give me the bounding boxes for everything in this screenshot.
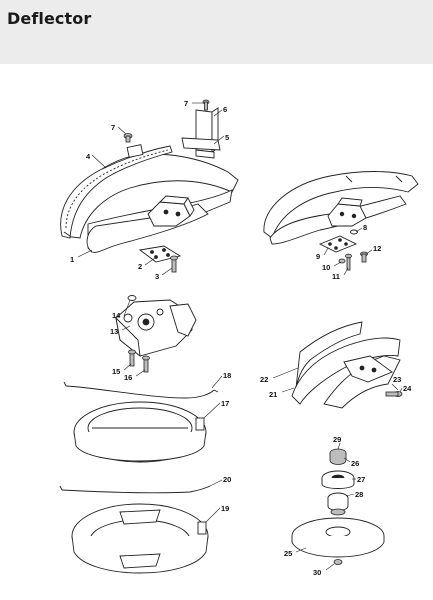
part-label-23: 23: [393, 375, 401, 384]
part-number-labels: 1 2 3 4 5 6 7 7 8 9 10 11 12 13 14 15 16…: [70, 99, 412, 577]
part-label-24: 24: [403, 384, 412, 393]
deflector-assembly-right: [263, 171, 419, 271]
part-label-7-left: 7: [111, 123, 115, 132]
part-label-17: 17: [221, 399, 229, 408]
part-label-25: 25: [284, 549, 292, 558]
blade-assembly: [291, 321, 403, 409]
part-label-5: 5: [225, 133, 229, 142]
part-label-26: 26: [351, 459, 359, 468]
part-label-3: 3: [155, 272, 159, 281]
leader-lines: [77, 102, 403, 571]
part-label-20: 20: [223, 475, 231, 484]
part-label-18: 18: [223, 371, 231, 380]
part-label-2: 2: [138, 262, 142, 271]
part-label-29: 29: [333, 435, 341, 444]
part-label-4: 4: [86, 152, 91, 161]
mount-housing-assembly: [59, 295, 219, 574]
part-label-19: 19: [221, 504, 229, 513]
disc-assembly: [291, 448, 385, 565]
part-label-30: 30: [313, 568, 321, 577]
part-label-27: 27: [357, 475, 365, 484]
part-label-12: 12: [373, 244, 381, 253]
part-label-11: 11: [332, 272, 340, 281]
part-label-1: 1: [70, 255, 74, 264]
part-label-21: 21: [269, 390, 277, 399]
page-title: Deflector: [7, 9, 92, 28]
part-label-10: 10: [322, 263, 330, 272]
part-label-13: 13: [110, 327, 118, 336]
part-label-6: 6: [223, 105, 227, 114]
part-label-22: 22: [260, 375, 268, 384]
part-label-8: 8: [363, 223, 367, 232]
part-label-28: 28: [355, 490, 363, 499]
exploded-parts-diagram: 1 2 3 4 5 6 7 7 8 9 10 11 12 13 14 15 16…: [59, 99, 419, 577]
deflector-assembly-left: [60, 99, 239, 273]
part-label-16: 16: [124, 373, 132, 382]
part-label-14: 14: [112, 311, 121, 320]
part-label-7-top: 7: [184, 99, 188, 108]
page-header: Deflector: [0, 0, 433, 64]
part-label-15: 15: [112, 367, 120, 376]
part-label-9: 9: [316, 252, 320, 261]
